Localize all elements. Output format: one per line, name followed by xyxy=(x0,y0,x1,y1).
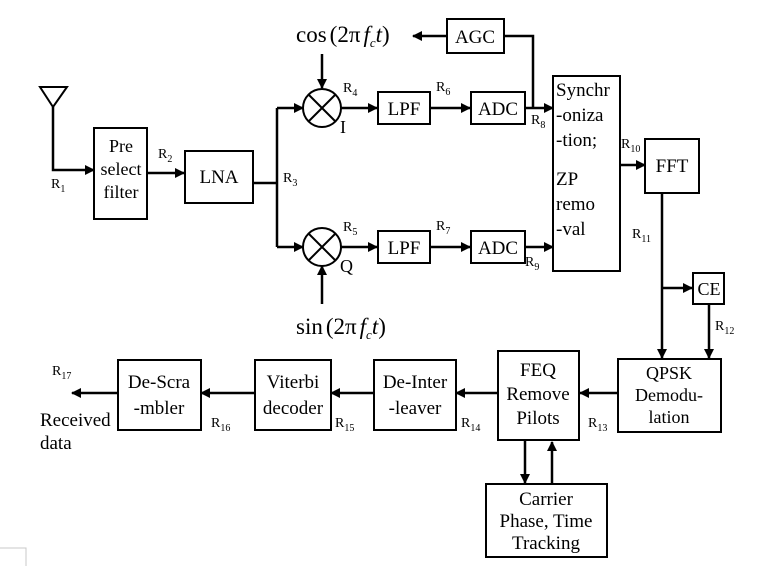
wire-antenna xyxy=(51,107,95,175)
signal-r12: R12 xyxy=(715,319,734,337)
signal-r2: R2 xyxy=(158,147,172,165)
sync-label-4: ZP xyxy=(556,169,578,190)
fft-label: FFT xyxy=(656,156,689,177)
signal-r17: R17 xyxy=(52,364,71,382)
signal-r16: R16 xyxy=(211,416,230,434)
agc-label: AGC xyxy=(455,27,495,48)
block-adc-i: ADC xyxy=(470,91,526,125)
viterbi-label-1: Viterbi xyxy=(267,372,320,393)
signal-r9: R9 xyxy=(525,255,539,273)
sync-label-2: -oniza xyxy=(556,105,604,126)
descram-label-1: De-Scra xyxy=(128,372,191,393)
signal-r15: R15 xyxy=(335,416,354,434)
branch-label-i: I xyxy=(340,117,346,137)
block-lpf-i: LPF xyxy=(377,91,431,125)
signal-r13: R13 xyxy=(588,416,607,434)
carrier-label-2: Phase, Time xyxy=(500,511,593,532)
signal-r6: R6 xyxy=(436,80,450,98)
sync-label-5: remo xyxy=(556,194,595,215)
lpf-q-label: LPF xyxy=(388,238,421,259)
sync-label-3: -tion; xyxy=(556,130,597,151)
sync-label-6: -val xyxy=(556,219,586,240)
signal-r10: R10 xyxy=(621,137,640,155)
signal-r1: R1 xyxy=(51,177,65,195)
preselect-label-2: select xyxy=(101,159,142,179)
feq-label-1: FEQ xyxy=(520,360,556,381)
qpsk-label-2: Demodu- xyxy=(635,385,703,405)
descram-label-2: -mbler xyxy=(134,398,185,419)
block-preselect-filter: Pre select filter xyxy=(93,127,148,220)
deinter-label-1: De-Inter xyxy=(383,372,448,393)
ce-label: CE xyxy=(697,279,720,299)
block-ce: CE xyxy=(692,272,725,305)
block-qpsk-demodulation: QPSK Demodu- lation xyxy=(617,358,722,433)
mixer-q xyxy=(302,227,342,267)
lpf-i-label: LPF xyxy=(388,99,421,120)
block-descrambler: De-Scra -mbler xyxy=(117,359,202,431)
deinter-label-2: -leaver xyxy=(389,398,442,419)
signal-r3: R3 xyxy=(283,171,297,189)
block-viterbi-decoder: Viterbi decoder xyxy=(254,359,332,431)
block-adc-q: ADC xyxy=(470,230,526,264)
output-label-1: Received xyxy=(40,410,111,431)
signal-r7: R7 xyxy=(436,219,450,237)
feq-label-2: Remove xyxy=(506,384,569,405)
preselect-label-3: filter xyxy=(104,182,139,202)
qpsk-label-1: QPSK xyxy=(646,363,692,383)
preselect-label-1: Pre xyxy=(109,136,133,156)
signal-r4: R4 xyxy=(343,81,357,99)
block-synchronization: Synchr -oniza -tion; ZP remo -val xyxy=(552,75,621,272)
block-feq: FEQ Remove Pilots xyxy=(497,350,580,441)
signal-r8: R8 xyxy=(531,113,545,131)
signal-r11: R11 xyxy=(632,227,651,245)
feq-label-3: Pilots xyxy=(516,408,559,429)
branch-label-q: Q xyxy=(340,256,353,276)
block-fft: FFT xyxy=(644,138,700,194)
wires xyxy=(51,31,714,484)
mixer-i xyxy=(302,88,342,128)
corner-mark xyxy=(0,547,27,566)
signal-r14: R14 xyxy=(461,416,480,434)
block-carrier-tracking: Carrier Phase, Time Tracking xyxy=(485,483,608,558)
lna-label: LNA xyxy=(199,167,238,188)
block-lna: LNA xyxy=(184,150,254,204)
signal-r5: R5 xyxy=(343,220,357,238)
adc-i-label: ADC xyxy=(478,99,518,120)
block-deinterleaver: De-Inter -leaver xyxy=(373,359,457,431)
signal-labels: R1 R2 R3 R4 R5 R6 R7 R8 R9 R10 R11 R12 R… xyxy=(51,80,734,434)
carrier-label-1: Carrier xyxy=(519,489,573,510)
antenna-icon xyxy=(38,86,69,109)
block-agc: AGC xyxy=(446,18,505,54)
carrier-label-3: Tracking xyxy=(512,533,580,554)
qpsk-label-3: lation xyxy=(649,407,690,427)
sync-label-1: Synchr xyxy=(556,80,611,101)
output-label-2: data xyxy=(40,433,72,454)
block-lpf-q: LPF xyxy=(377,230,431,264)
adc-q-label: ADC xyxy=(478,238,518,259)
wire-sync-agc xyxy=(504,34,535,108)
viterbi-label-2: decoder xyxy=(263,398,324,419)
